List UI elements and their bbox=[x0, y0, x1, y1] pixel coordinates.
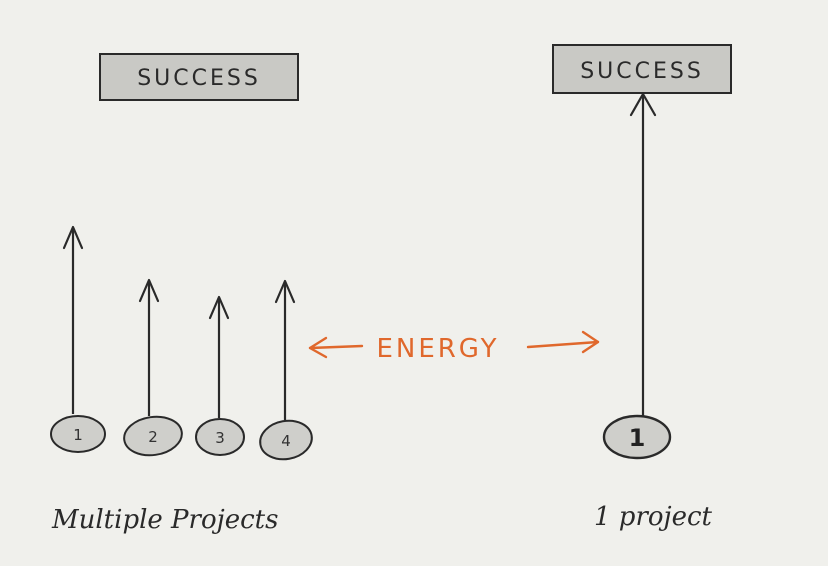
right-success-box: SUCCESS bbox=[552, 44, 732, 94]
right-project-arrow bbox=[629, 92, 657, 418]
left-success-box: SUCCESS bbox=[99, 53, 299, 101]
right-project-1: 1 bbox=[602, 414, 672, 460]
left-caption: Multiple Projects bbox=[51, 505, 278, 535]
left-project-4-label: 4 bbox=[281, 432, 291, 450]
left-project-4: 4 bbox=[259, 419, 313, 461]
right-success-label: SUCCESS bbox=[580, 59, 704, 84]
left-project-2-label: 2 bbox=[148, 428, 158, 446]
energy-label: ENERGY bbox=[376, 334, 499, 364]
left-success-label: SUCCESS bbox=[137, 66, 261, 91]
right-project-1-label: 1 bbox=[629, 424, 646, 452]
left-project-3-label: 3 bbox=[215, 429, 225, 447]
left-project-4-arrow-head bbox=[274, 279, 296, 304]
left-project-1-label: 1 bbox=[73, 426, 83, 444]
left-project-3-arrow-head bbox=[208, 295, 230, 320]
left-project-3: 3 bbox=[195, 418, 245, 456]
left-project-1: 1 bbox=[50, 415, 106, 453]
left-project-2: 2 bbox=[123, 415, 183, 457]
left-project-arrows bbox=[62, 225, 296, 420]
right-caption: 1 project bbox=[594, 502, 713, 532]
left-project-2-arrow-head bbox=[138, 278, 160, 303]
left-project-1-arrow-head bbox=[62, 225, 84, 250]
energy-arrow: ENERGY bbox=[308, 330, 600, 364]
